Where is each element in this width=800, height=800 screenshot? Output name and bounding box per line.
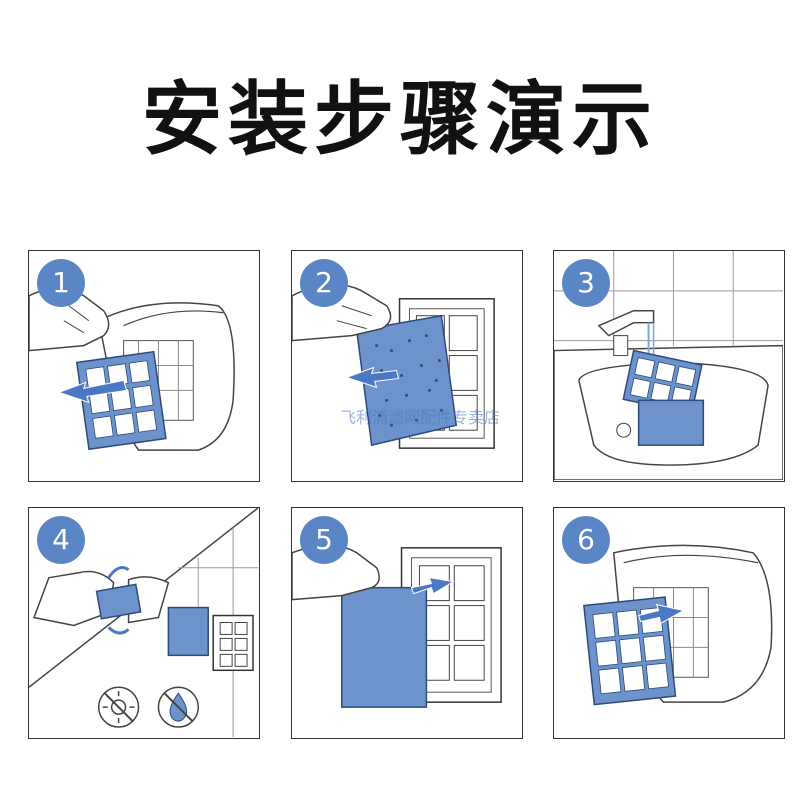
step-4-panel: 4	[28, 507, 260, 739]
step-1-badge: 1	[37, 259, 85, 307]
step-6-panel: 6	[553, 507, 785, 739]
page-title: 安装步骤演示	[0, 70, 800, 170]
step-3-panel: 3	[553, 250, 785, 482]
step-5-badge: 5	[300, 516, 348, 564]
no-sun-icon	[99, 687, 139, 727]
step-6-badge: 6	[562, 516, 610, 564]
no-water-icon	[158, 687, 198, 727]
step-2-badge: 2	[300, 259, 348, 307]
step-1-panel: 1	[28, 250, 260, 482]
watermark-text: 飞利浦滤网配件专卖店	[340, 404, 540, 428]
step-3-badge: 3	[562, 259, 610, 307]
step-2-panel: 2	[291, 250, 523, 482]
step-4-badge: 4	[37, 516, 85, 564]
step-5-panel: 5	[291, 507, 523, 739]
